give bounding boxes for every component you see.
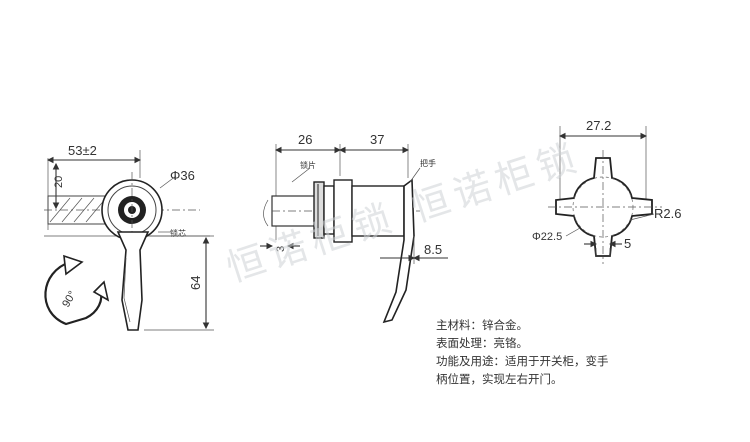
side-handle-label: 把手 <box>420 158 436 168</box>
side-dim-a: 26 <box>298 132 312 147</box>
cam-diameter-dim: Φ22.5 <box>532 231 562 243</box>
front-panel-label: 锁芯 <box>170 228 186 238</box>
note-line: 主材料：锌合金。 <box>436 318 528 332</box>
rotation-label: 90° <box>60 289 79 309</box>
note-line: 表面处理：亮铬。 <box>436 336 528 350</box>
front-height-dim: 64 <box>188 276 203 290</box>
cam-width-dim: 27.2 <box>586 118 611 133</box>
note-line: 功能及用途：适用于开关柜，变手 <box>436 354 609 368</box>
front-view: 53±2 20 Φ36 锁芯 64 <box>44 143 214 331</box>
cam-view: 27.2 R2.6 Φ22.5 5 <box>532 118 681 264</box>
front-diameter-dim: Φ36 <box>170 168 195 183</box>
front-top-height-dim: 20 <box>53 176 65 188</box>
side-dim-b: 37 <box>370 132 384 147</box>
cam-radius-dim: R2.6 <box>654 206 681 221</box>
front-width-dim: 53±2 <box>68 143 97 158</box>
cam-slot-dim: 5 <box>624 236 631 251</box>
side-panel-label: 锁片 <box>300 160 316 170</box>
note-line: 柄位置，实现左右开门。 <box>436 372 563 386</box>
side-dim-c: 3 <box>275 246 287 252</box>
side-dim-d: 8.5 <box>424 242 442 257</box>
material-notes: 主材料：锌合金。 表面处理：亮铬。 功能及用途：适用于开关柜，变手 柄位置，实现… <box>436 316 736 388</box>
side-view: 26 37 锁片 把手 3 8.5 <box>260 132 448 324</box>
